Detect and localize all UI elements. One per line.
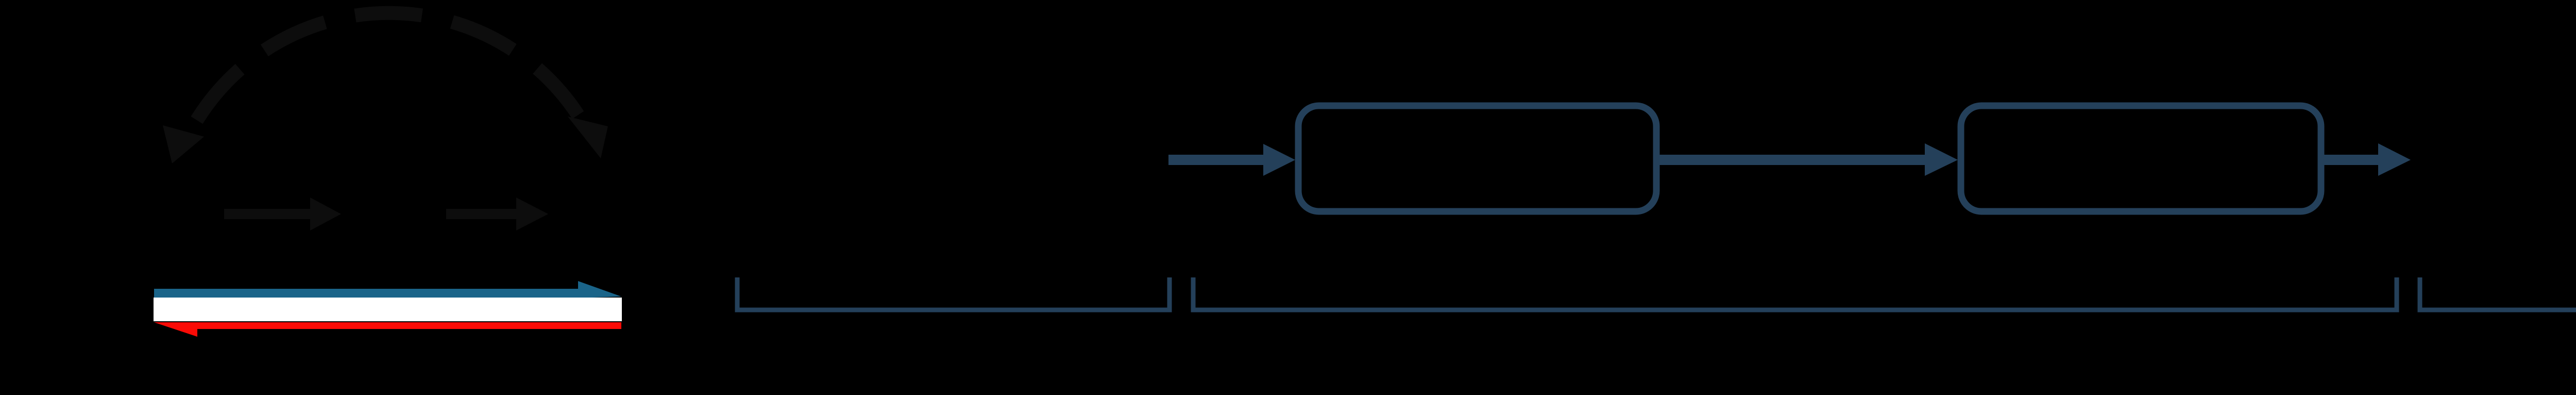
connector-out-arrowhead-icon: [2378, 143, 2411, 176]
connector-mid-arrowhead-icon: [1925, 143, 1958, 176]
pipeline-block-1: [1295, 102, 1660, 215]
timeline-backward-bar: [197, 322, 621, 329]
cycle-dashed-arc: [191, 6, 584, 124]
pipeline-block-2: [1957, 102, 2325, 215]
connector-out-shaft: [2321, 155, 2378, 165]
underbrace-right: [2417, 277, 2576, 312]
timeline-backward-arrowhead-icon: [154, 322, 197, 337]
timeline-forward-bar: [154, 289, 578, 298]
timeline-forward-arrowhead-icon: [578, 281, 621, 298]
step-arrow-1-shaft: [224, 209, 310, 219]
step-arrow-2-shaft: [446, 209, 516, 219]
step-arrow-2-head-icon: [516, 198, 548, 231]
underbrace-middle: [1191, 277, 2399, 312]
step-arrow-1-head-icon: [310, 198, 341, 231]
cycle-arrowhead-right-icon: [568, 117, 608, 158]
timeline-white-band: [154, 298, 622, 321]
connector-in-shaft: [1168, 155, 1263, 165]
cycle-arrowhead-left-icon: [163, 125, 204, 163]
underbrace-left: [735, 277, 1172, 312]
connector-in-arrowhead-icon: [1263, 144, 1295, 176]
connector-mid-shaft: [1657, 155, 1925, 165]
